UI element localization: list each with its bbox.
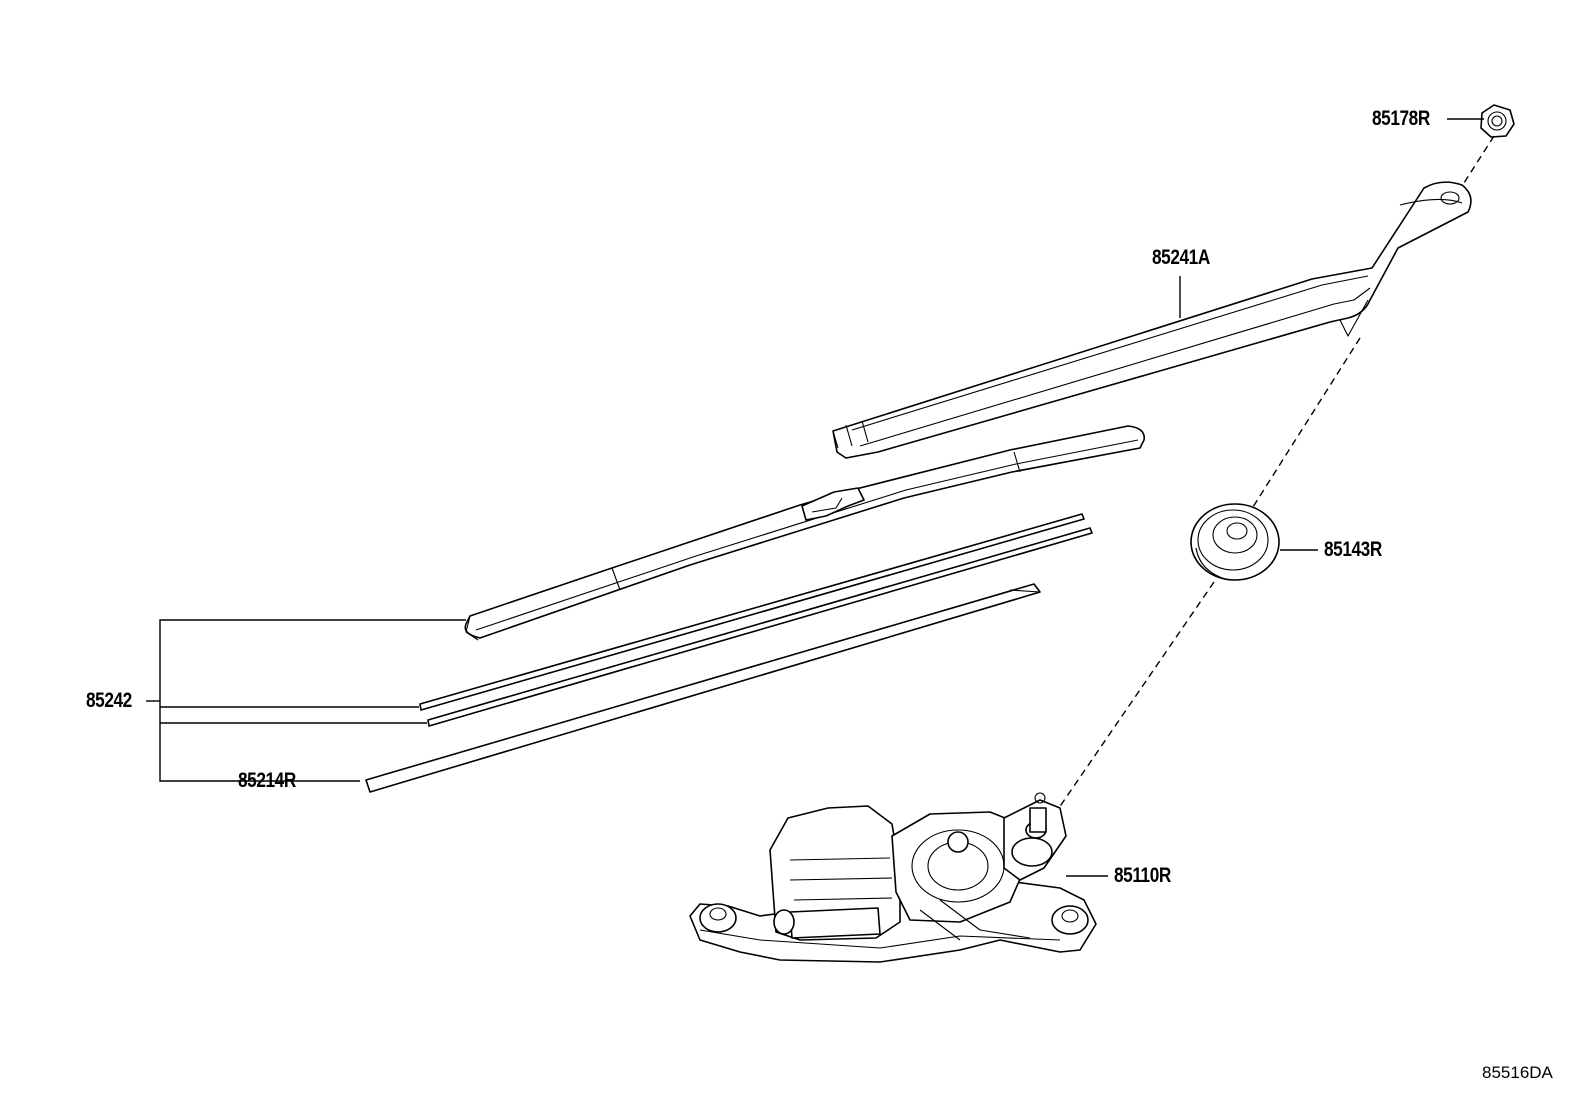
- blade-rubber-drawing: [365, 583, 1041, 793]
- axis-cap-motor: [1051, 581, 1215, 819]
- axis-arm-cap: [1245, 337, 1361, 519]
- label-wiper-motor-85110R: 85110R: [1114, 864, 1171, 887]
- refill-strips-drawing: [419, 513, 1093, 727]
- wiper-motor-drawing: [689, 792, 1097, 963]
- label-wiper-blade-85242: 85242: [86, 689, 132, 712]
- bracket-85242: [146, 619, 466, 782]
- cap-drawing: [1190, 503, 1280, 581]
- label-nut-85178R: 85178R: [1372, 107, 1430, 130]
- wiper-arm-drawing: [832, 181, 1472, 459]
- wiper-blade-drawing: [464, 425, 1145, 641]
- diagram-reference-code: 85516DA: [1482, 1063, 1553, 1082]
- axis-nut-arm: [1461, 135, 1495, 187]
- label-blade-rubber-85214R: 85214R: [238, 769, 296, 792]
- label-wiper-arm-85241A: 85241A: [1152, 246, 1210, 269]
- nut-drawing: [1480, 104, 1515, 138]
- label-cap-85143R: 85143R: [1324, 538, 1382, 561]
